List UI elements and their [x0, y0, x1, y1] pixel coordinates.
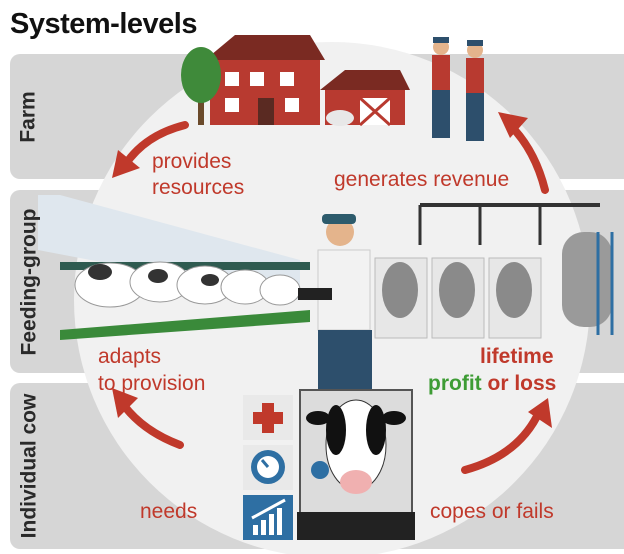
label-needs: needs [140, 500, 198, 523]
tree-illustration [181, 47, 221, 125]
cow-stall-illustration [297, 389, 415, 540]
arrowhead-generates [498, 112, 528, 138]
label-copes-or-fails: copes or fails [430, 500, 554, 523]
milking-parlor-illustration [374, 203, 614, 339]
level-label-farm: Farm [17, 90, 41, 143]
label-resources: resources [152, 176, 245, 199]
icon-panel [243, 395, 293, 540]
barn-feeding-illustration [38, 195, 310, 340]
label-or-loss: or loss [487, 372, 557, 395]
label-provides: provides [152, 150, 232, 173]
arrowhead-lifetime [528, 398, 552, 428]
arrowhead-provides [112, 150, 140, 178]
arrowhead-adapts [112, 388, 138, 418]
label-lifetime: lifetime [480, 345, 554, 368]
label-generates-revenue: generates revenue [334, 168, 510, 191]
growth-chart-icon [243, 495, 293, 540]
arrow-lifetime [461, 406, 544, 474]
farmers-illustration [432, 37, 484, 141]
level-label-individual-cow: Individual cow [17, 393, 40, 539]
label-profit-or-loss: profit or loss [428, 372, 556, 396]
farmer-with-tablet-illustration [298, 214, 372, 390]
label-profit: profit [428, 372, 482, 395]
level-label-feeding-group: Feeding-group [17, 208, 41, 355]
label-to-provision: to provision [98, 372, 206, 395]
label-adapts: adapts [98, 345, 162, 368]
page-title: System-levels [10, 8, 197, 40]
farmhouse-illustration [205, 35, 410, 127]
